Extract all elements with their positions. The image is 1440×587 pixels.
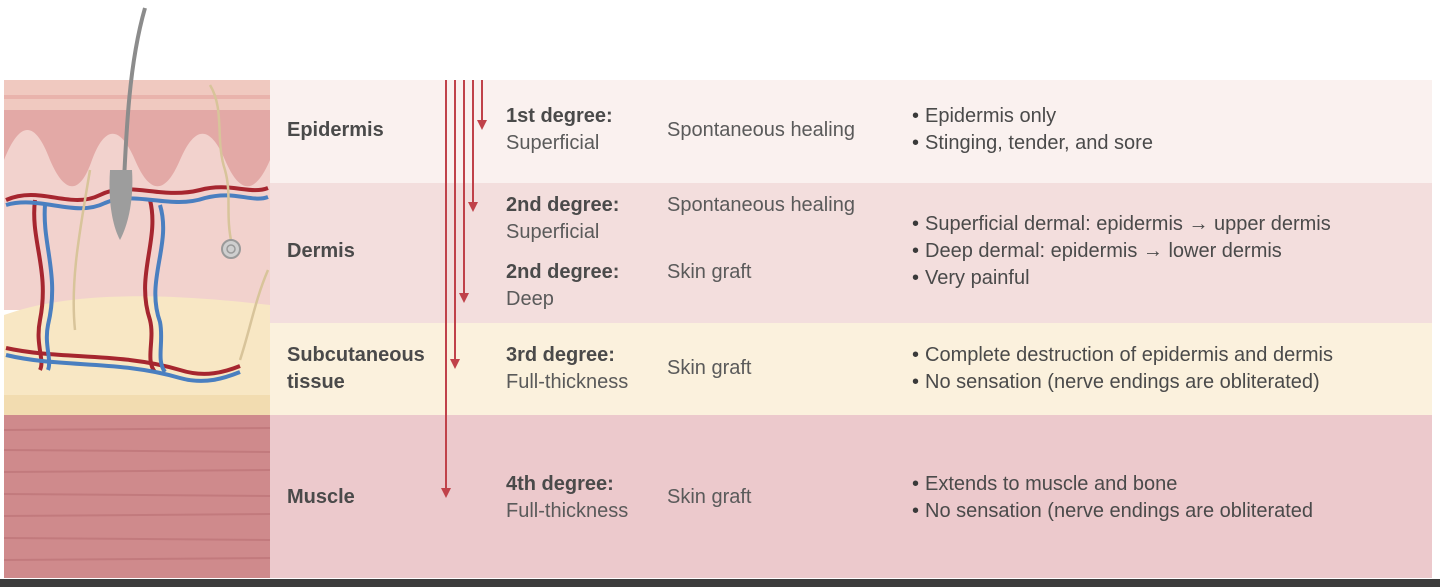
features-epidermis: Epidermis only Stinging, tender, and sor… <box>912 103 1153 157</box>
feature-item: Epidermis only <box>912 103 1153 130</box>
feature-item: Complete destruction of epidermis and de… <box>912 342 1333 369</box>
layer-label-subcutaneous: Subcutaneous tissue <box>287 344 425 393</box>
layer-label-muscle: Muscle <box>287 486 355 508</box>
degree-2nd-deep: 2nd degree: Deep <box>506 261 620 310</box>
arrow-3rd-degree-head <box>450 359 460 369</box>
feature-item: Stinging, tender, and sore <box>912 130 1153 157</box>
arrow-2nd-deep-head <box>459 293 469 303</box>
feature-item: No sensation (nerve endings are oblitera… <box>912 369 1333 396</box>
degree-1st: 1st degree: Superficial <box>506 105 613 154</box>
skin-cross-section-illustration <box>3 7 271 578</box>
features-subcutaneous: Complete destruction of epidermis and de… <box>912 342 1333 396</box>
feature-item: Very painful <box>912 265 1331 292</box>
bottom-bar <box>0 579 1440 587</box>
healing-4th: Skin graft <box>667 486 752 508</box>
feature-item: Extends to muscle and bone <box>912 471 1313 498</box>
healing-2nd-superficial: Spontaneous healing <box>667 194 855 216</box>
healing-2nd-deep: Skin graft <box>667 261 752 283</box>
arrow-2nd-superficial-head <box>468 202 478 212</box>
feature-item: Deep dermal: epidermis → lower dermis <box>912 238 1331 265</box>
features-dermis: Superficial dermal: epidermis → upper de… <box>912 211 1331 292</box>
layer-label-epidermis: Epidermis <box>287 119 384 141</box>
features-muscle: Extends to muscle and bone No sensation … <box>912 471 1313 525</box>
layer-label-dermis: Dermis <box>287 240 355 262</box>
healing-1st: Spontaneous healing <box>667 119 855 141</box>
feature-item: Superficial dermal: epidermis → upper de… <box>912 211 1331 238</box>
degree-2nd-superficial: 2nd degree: Superficial <box>506 194 620 243</box>
healing-3rd: Skin graft <box>667 357 752 379</box>
degree-3rd: 3rd degree: Full-thickness <box>506 344 629 393</box>
feature-item: No sensation (nerve endings are oblitera… <box>912 498 1313 525</box>
degree-4th: 4th degree: Full-thickness <box>506 473 629 522</box>
arrow-4th-degree-head <box>441 488 451 498</box>
arrow-1st-degree-head <box>477 120 487 130</box>
